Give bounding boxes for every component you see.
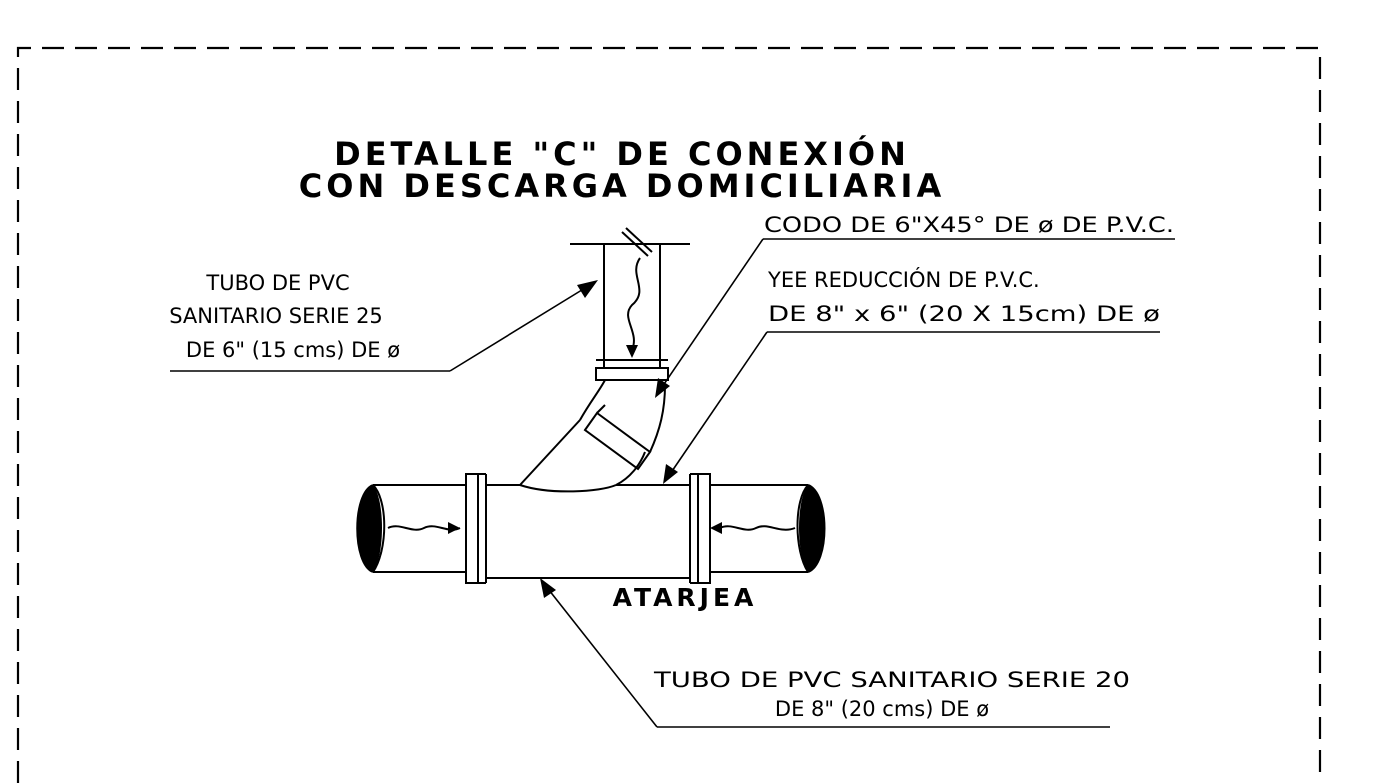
label-tubo-25-line-1: TUBO DE PVC xyxy=(205,271,349,295)
right-pipe-end-fill xyxy=(799,485,825,572)
label-tubo-20-line-2: DE 8" (20 cms) DE ø xyxy=(775,697,989,721)
leaders xyxy=(170,238,1175,728)
label-yee-line-2: DE 8" x 6" (20 X 15cm) DE ø xyxy=(768,302,1160,326)
branch-pipe xyxy=(519,227,690,493)
label-codo: CODO DE 6"X45° DE ø DE P.V.C. xyxy=(764,213,1174,237)
label-tubo-25-line-3: DE 6" (15 cms) DE ø xyxy=(186,338,400,362)
label-tubo-pvc-20: TUBO DE PVC SANITARIO SERIE 20 DE 8" (20… xyxy=(653,668,1130,721)
label-tubo-20-line-1: TUBO DE PVC SANITARIO SERIE 20 xyxy=(653,668,1130,692)
flow-arrow-right xyxy=(710,522,722,534)
flow-arrow-left xyxy=(448,522,460,534)
label-tubo-25-line-2: SANITARIO SERIE 25 xyxy=(169,304,383,328)
dashed-border xyxy=(16,46,1322,783)
label-yee: YEE REDUCCIÓN DE P.V.C. DE 8" x 6" (20 X… xyxy=(767,267,1160,326)
arrowhead-tubo-25 xyxy=(577,280,598,298)
title-line-1: DETALLE "C" DE CONEXIÓN xyxy=(334,134,910,173)
label-yee-line-1: YEE REDUCCIÓN DE P.V.C. xyxy=(767,267,1040,292)
label-atarjea: ATARJEA xyxy=(613,583,758,612)
arrowhead-codo xyxy=(655,378,670,398)
arrowhead-tubo-20 xyxy=(540,578,556,598)
flow-arrow-down xyxy=(626,345,638,358)
arrowhead-yee xyxy=(663,464,678,484)
left-pipe-end-fill xyxy=(357,485,382,572)
label-tubo-pvc-25: TUBO DE PVC SANITARIO SERIE 25 DE 6" (15… xyxy=(169,271,400,362)
title-line-2: CON DESCARGA DOMICILIARIA xyxy=(299,167,945,205)
